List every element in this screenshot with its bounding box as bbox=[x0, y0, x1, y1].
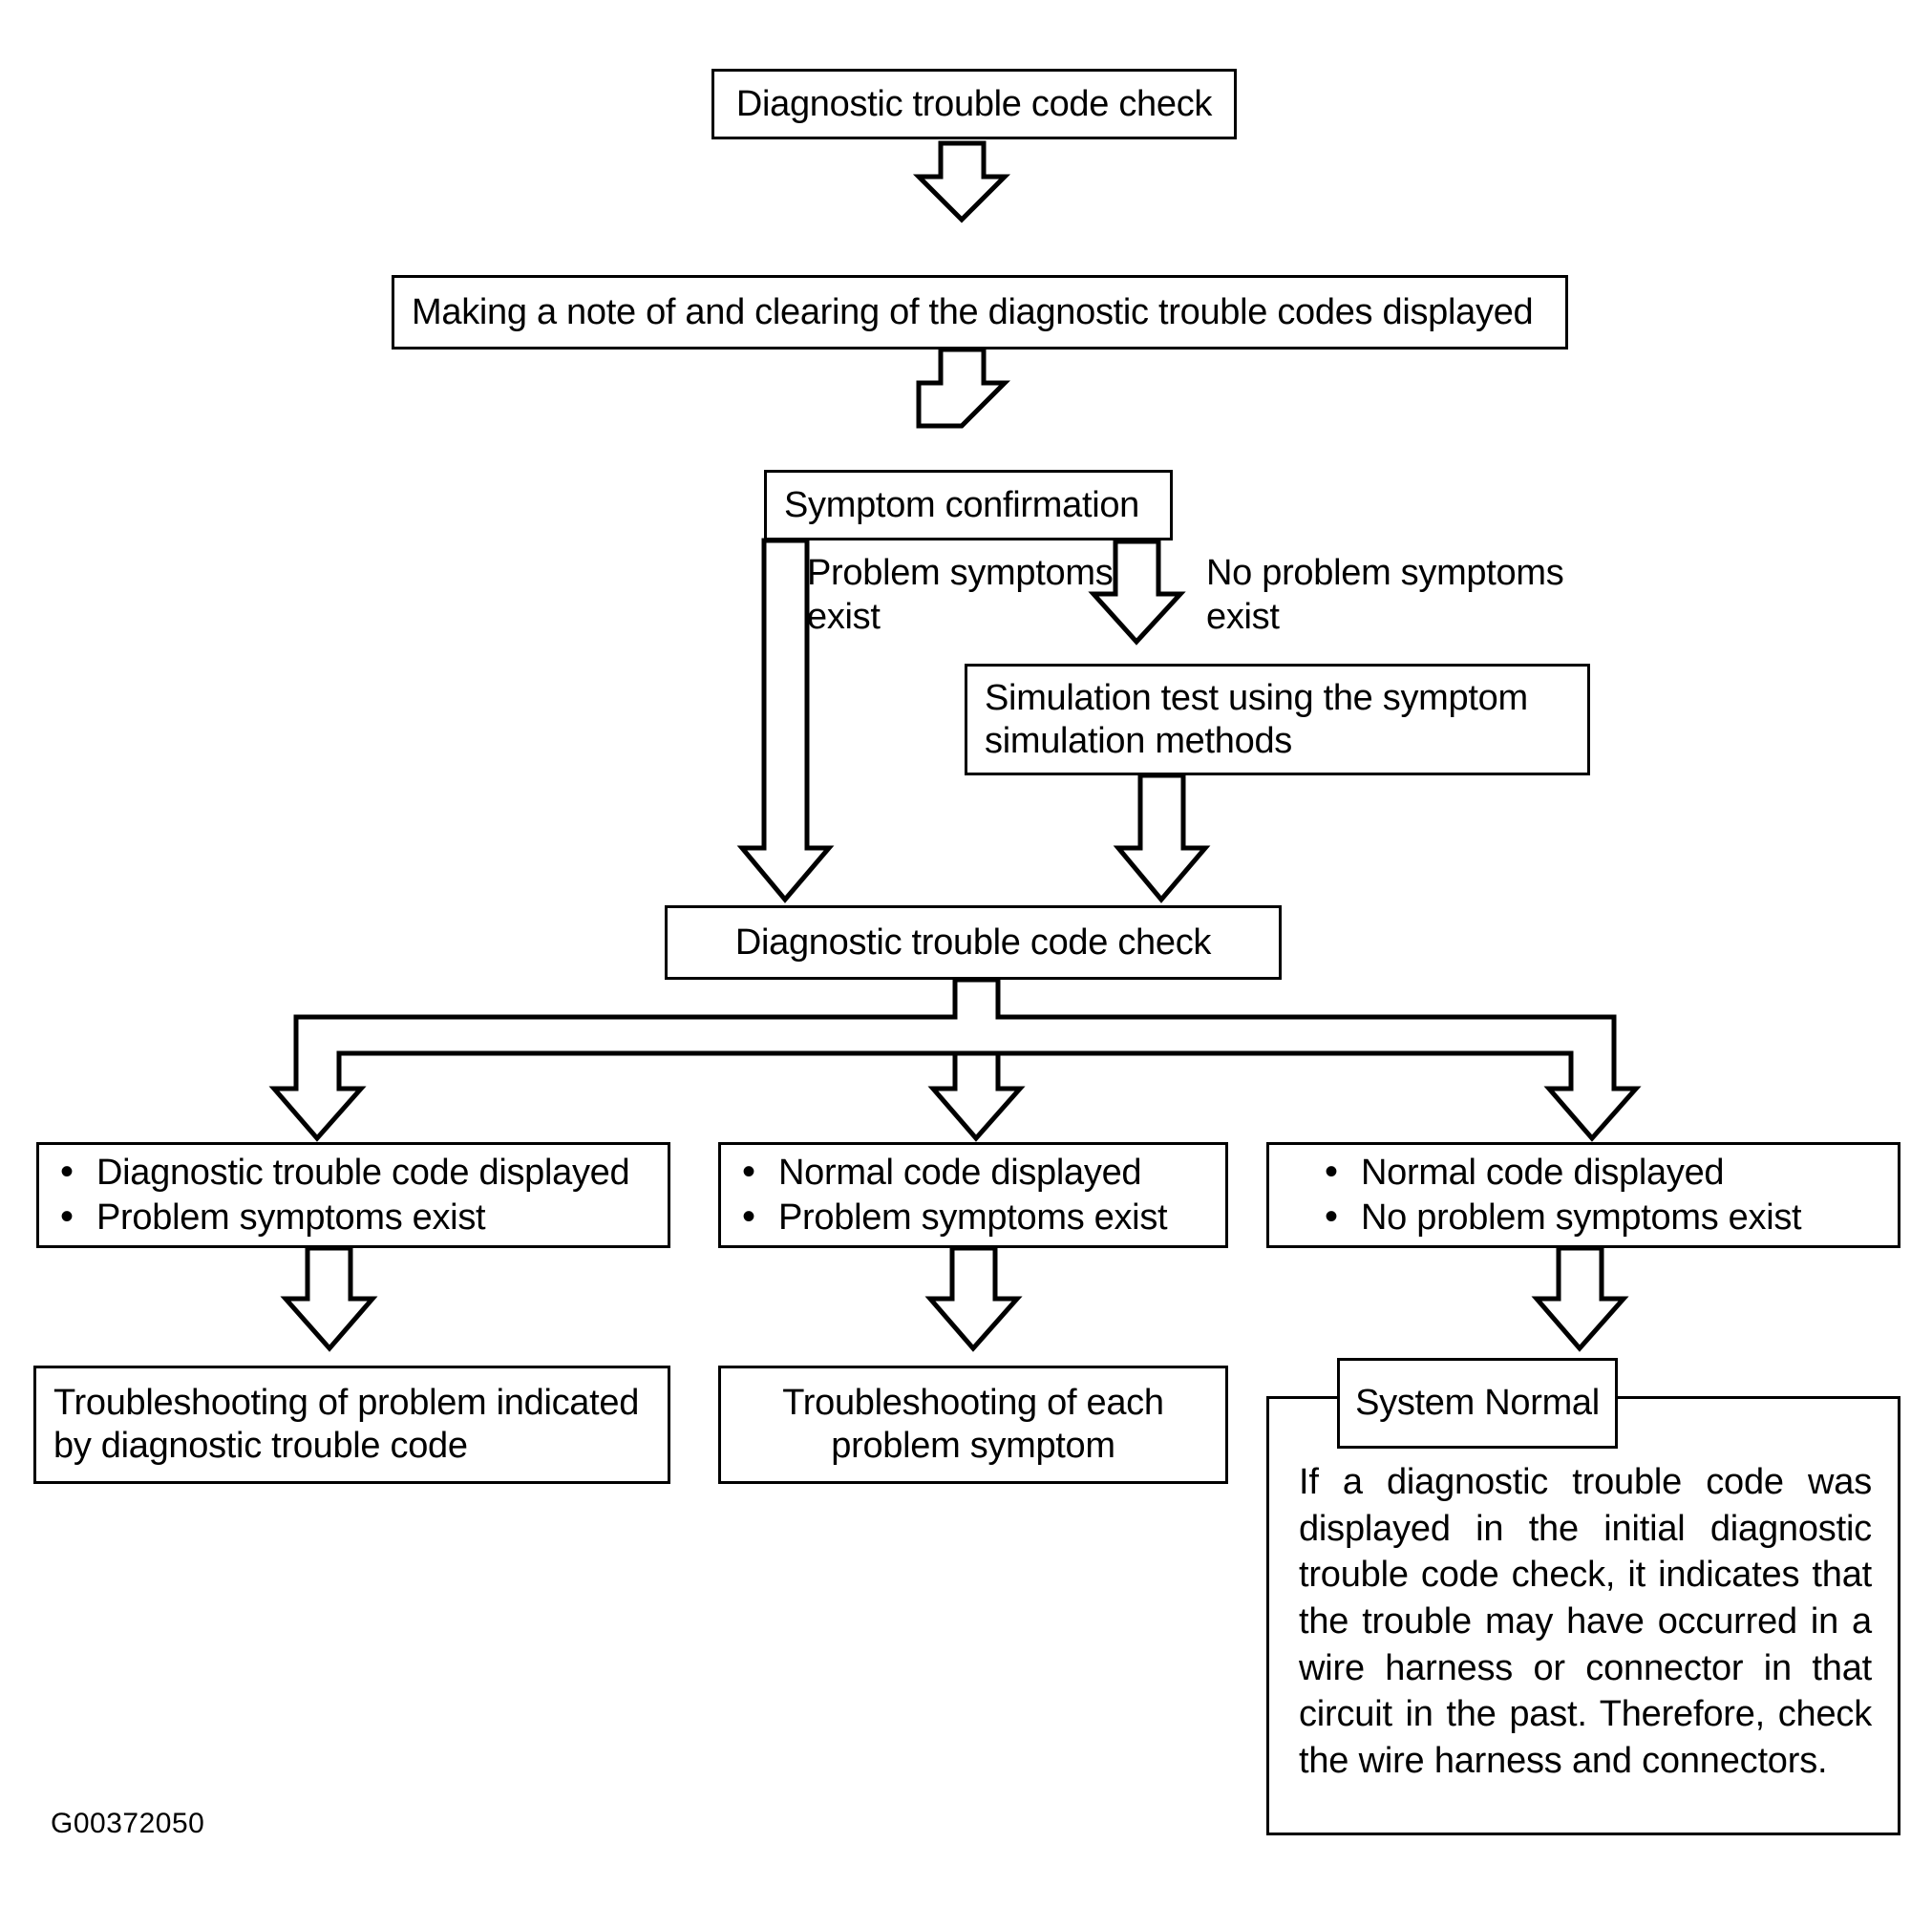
node-label-line2: by diagnostic trouble code bbox=[53, 1426, 468, 1466]
node-action-troubleshooting-by-code: Troubleshooting of problem indicated by … bbox=[33, 1366, 670, 1484]
node-label: Symptom confirmation bbox=[784, 484, 1140, 525]
node-label-line1: Troubleshooting of each bbox=[782, 1383, 1164, 1424]
arrow-result-left-to-action-left bbox=[280, 1245, 378, 1352]
list-item: Normal code displayed bbox=[742, 1150, 1212, 1195]
node-label: Diagnostic trouble code check bbox=[735, 83, 1213, 124]
node-title-label: System Normal bbox=[1355, 1383, 1600, 1423]
node-action-troubleshooting-each-symptom: Troubleshooting of each problem symptom bbox=[718, 1366, 1228, 1484]
branch-center-arrow bbox=[927, 1050, 1026, 1142]
branch-label-no-problem-symptoms-exist: No problem symptoms exist bbox=[1206, 553, 1564, 637]
node-simulation-test: Simulation test using the symptom simula… bbox=[965, 664, 1590, 775]
arrow-simulation-to-dtc-check bbox=[1113, 773, 1211, 903]
branch-bus bbox=[268, 977, 1642, 1142]
node-label-line1: Simulation test using the symptom bbox=[985, 677, 1528, 718]
node-symptom-confirmation: Symptom confirmation bbox=[764, 470, 1173, 540]
node-label: Making a note of and clearing of the dia… bbox=[412, 291, 1534, 332]
node-result-left: Diagnostic trouble code displayed Proble… bbox=[36, 1142, 670, 1248]
figure-id-label: G00372050 bbox=[51, 1808, 205, 1839]
bullet-list: Diagnostic trouble code displayed Proble… bbox=[39, 1150, 668, 1241]
list-item: Diagnostic trouble code displayed bbox=[60, 1150, 654, 1195]
bullet-list: Normal code displayed No problem symptom… bbox=[1269, 1150, 1898, 1241]
node-result-middle: Normal code displayed Problem symptoms e… bbox=[718, 1142, 1228, 1248]
arrow-clear-to-symptom bbox=[916, 347, 1011, 429]
node-system-normal-title: System Normal bbox=[1337, 1358, 1618, 1449]
list-item: Problem symptoms exist bbox=[742, 1195, 1212, 1240]
arrow-result-middle-to-action-middle bbox=[924, 1245, 1023, 1352]
node-result-right: Normal code displayed No problem symptom… bbox=[1266, 1142, 1900, 1248]
node-system-normal-body: If a diagnostic trouble code was display… bbox=[1299, 1462, 1872, 1781]
node-label-line2: simulation methods bbox=[985, 720, 1292, 761]
node-label-line2: problem symptom bbox=[831, 1426, 1115, 1466]
node-clearing-codes: Making a note of and clearing of the dia… bbox=[392, 275, 1568, 350]
node-label: Diagnostic trouble code check bbox=[734, 922, 1212, 963]
bullet-list: Normal code displayed Problem symptoms e… bbox=[721, 1150, 1225, 1241]
list-item: No problem symptoms exist bbox=[1325, 1195, 1884, 1240]
node-label-line1: Troubleshooting of problem indicated bbox=[53, 1383, 640, 1424]
node-diagnostic-trouble-code-check-second: Diagnostic trouble code check bbox=[665, 905, 1282, 980]
arrow-result-right-to-system-normal bbox=[1531, 1245, 1629, 1352]
arrow-top-to-clear bbox=[912, 140, 1011, 223]
list-item: Problem symptoms exist bbox=[60, 1195, 654, 1240]
branch-label-problem-symptoms-exist: Problem symptoms exist bbox=[807, 553, 1114, 637]
list-item: Normal code displayed bbox=[1325, 1150, 1884, 1195]
node-diagnostic-trouble-code-check-top: Diagnostic trouble code check bbox=[711, 69, 1237, 139]
